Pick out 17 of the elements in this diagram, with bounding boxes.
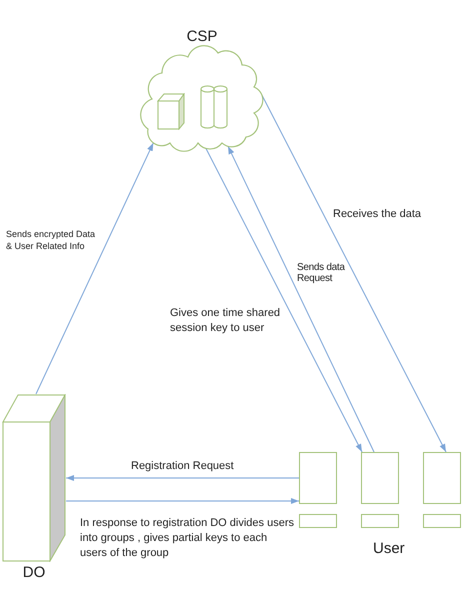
node-label: CSP <box>186 28 218 45</box>
arrow <box>66 498 300 504</box>
edge-label: Registration Request <box>131 459 234 474</box>
computer-icon <box>299 452 337 528</box>
edge-label: Sends data Request <box>297 262 346 284</box>
edge-label: Sends encrypted Data & User Related Info <box>6 228 96 252</box>
arrow <box>66 475 300 481</box>
computer-icon <box>423 452 461 528</box>
group-label: User <box>373 540 405 558</box>
edge-label: Gives one time shared session key to user <box>170 306 282 336</box>
arrow <box>206 148 362 452</box>
computer-icon <box>361 452 399 528</box>
edge-label: In response to registration DO divides users into groups , gives partial keys to each users of the group <box>80 516 294 561</box>
arrow <box>228 146 374 452</box>
node-label: DO <box>22 564 46 581</box>
edge-label: Receives the data <box>333 207 422 222</box>
arrow <box>36 142 154 394</box>
